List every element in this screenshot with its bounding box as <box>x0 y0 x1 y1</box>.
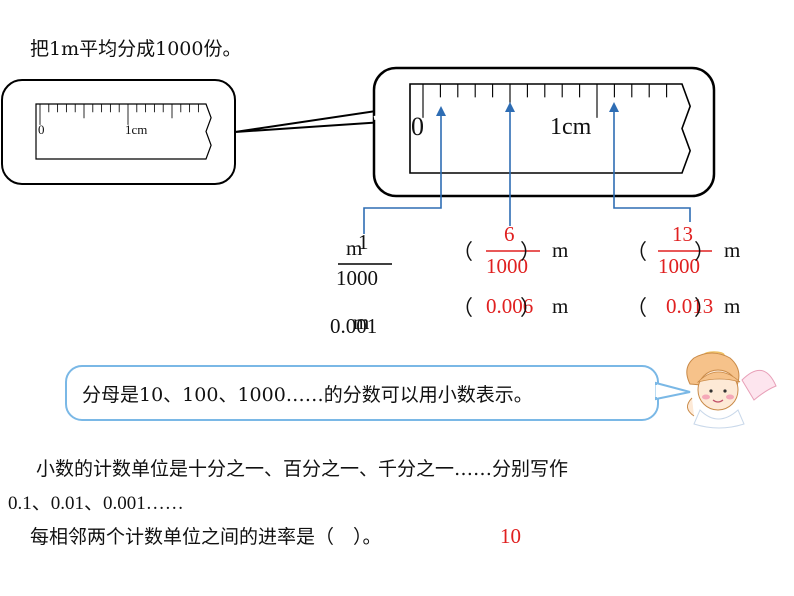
decimal-3-close: ） <box>694 296 715 320</box>
small-ruler-zero-label: 0 <box>38 122 45 137</box>
arrow-head-6mm <box>505 102 515 112</box>
decimal-3-unit: m <box>724 294 741 318</box>
summary-line-2: 0.1、0.01、0.001…… <box>8 493 184 514</box>
small-ruler-body <box>35 103 212 160</box>
fraction-3-close: ） <box>694 240 715 264</box>
arrow-heads <box>436 102 619 116</box>
tip-tail <box>655 381 691 401</box>
big-ruler-body <box>409 83 692 174</box>
arrow-head-1mm <box>436 106 446 116</box>
arrow-group <box>363 108 691 234</box>
fraction-2-denominator: 1000 <box>486 254 528 278</box>
fraction-1-numerator: 1 <box>358 230 369 254</box>
decimal-2-unit: m <box>552 294 569 318</box>
big-ruler <box>409 83 692 174</box>
fraction-2-unit: m <box>552 238 569 262</box>
arrow-head-13mm <box>609 102 619 112</box>
decimal-1-value: 0.001 <box>330 314 378 338</box>
arrow-1mm <box>363 112 442 234</box>
fraction-3-numerator: 13 <box>672 222 693 246</box>
rate-answer: 10 <box>500 524 521 548</box>
fraction-1-unit: m <box>346 236 363 260</box>
decimal-3-open: （ <box>626 296 647 320</box>
fraction-2-close: ） <box>520 240 541 264</box>
fraction-1-denominator: 1000 <box>336 266 378 290</box>
fraction-3-open: （ <box>626 240 647 264</box>
fraction-2-open: （ <box>452 240 473 264</box>
tip-text: 分母是10、100、1000……的分数可以用小数表示。 <box>82 384 533 406</box>
intro-text: 把1m平均分成1000份。 <box>30 38 242 60</box>
decimal-2-open: （ <box>452 296 473 320</box>
decimal-1-unit: m <box>353 310 370 334</box>
summary-line-1: 小数的计数单位是十分之一、百分之一、千分之一……分别写作 <box>36 458 569 480</box>
small-ruler-unit-label: 1cm <box>125 122 148 137</box>
big-ruler-zero-label: 0 <box>411 112 424 141</box>
decimal-2-close: ） <box>520 296 541 320</box>
callout-tail <box>234 108 384 133</box>
arrow-13mm <box>613 108 691 222</box>
fraction-3-denominator: 1000 <box>658 254 700 278</box>
fraction-3-unit: m <box>724 238 741 262</box>
rate-question: 每相邻两个计数单位之间的进率是（ ）。 <box>30 526 382 548</box>
decimal-3-value: 0.013 <box>666 294 714 318</box>
big-ruler-unit-label: 1cm <box>550 114 592 140</box>
decimal-2-value: 0.006 <box>486 294 534 318</box>
small-ruler <box>35 103 212 160</box>
fraction-2-numerator: 6 <box>504 222 515 246</box>
angel-mascot-icon <box>686 351 777 429</box>
